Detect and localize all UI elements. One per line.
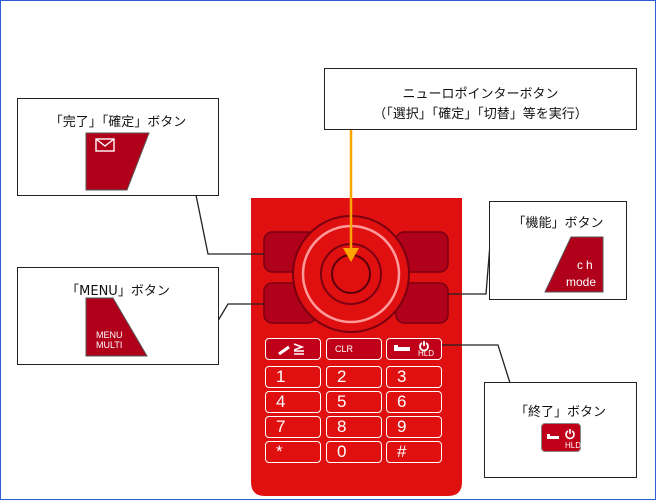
end-key[interactable] [386,338,442,360]
clr-label: CLR [335,344,354,354]
number-key[interactable]: 1 [265,366,321,388]
clr-key[interactable]: CLR [326,338,382,360]
number-key[interactable]: 4 [265,391,321,413]
kinou-mode-label: mode [566,275,597,289]
callout-kanryo-kakutei-label: 「完了」「確定」ボタン [49,115,187,130]
end-key-hld-label: HLD [565,441,582,450]
number-key[interactable]: 2 [326,366,382,388]
callout-neuro-line1: ニューロポインターボタン [402,87,559,102]
connector-menu [215,303,264,325]
callout-menu-label: 「MENU」ボタン [66,284,170,299]
end-call-icon [392,340,438,362]
hld-label: HLD [418,349,435,358]
number-key[interactable]: 0 [326,441,382,463]
menu-key-line1: MENU [96,330,123,340]
connector-shuryo [440,344,511,384]
number-key[interactable]: 7 [265,416,321,438]
number-key[interactable]: 9 [386,416,442,438]
connector-kanryo [195,194,264,255]
number-key[interactable]: 5 [326,391,382,413]
pointer-arrow-head [343,248,359,262]
call-icon [276,341,310,361]
end-key-icon [541,423,581,452]
number-key[interactable]: 6 [386,391,442,413]
number-key[interactable]: 8 [326,416,382,438]
call-key[interactable] [265,338,321,360]
callout-shuryo-label: 「終了」ボタン [514,405,606,420]
callout-neuro-pointer: ニューロポインターボタン （「選択」「確定」「切替」等を実行） [324,68,637,130]
callout-kanryo-kakutei: 「完了」「確定」ボタン [17,98,219,196]
number-key[interactable]: # [386,441,442,463]
number-key[interactable]: * [265,441,321,463]
menu-key-line2: MULTI [96,340,123,350]
callout-neuro-line2: （「選択」「確定」「切替」等を実行） [373,107,588,122]
kinou-ch-label: ch [577,258,596,272]
callout-kinou: 「機能」ボタン [489,201,627,300]
callout-kinou-label: 「機能」ボタン [512,216,604,231]
number-key[interactable]: 3 [386,366,442,388]
callout-menu: 「MENU」ボタン [17,267,219,365]
